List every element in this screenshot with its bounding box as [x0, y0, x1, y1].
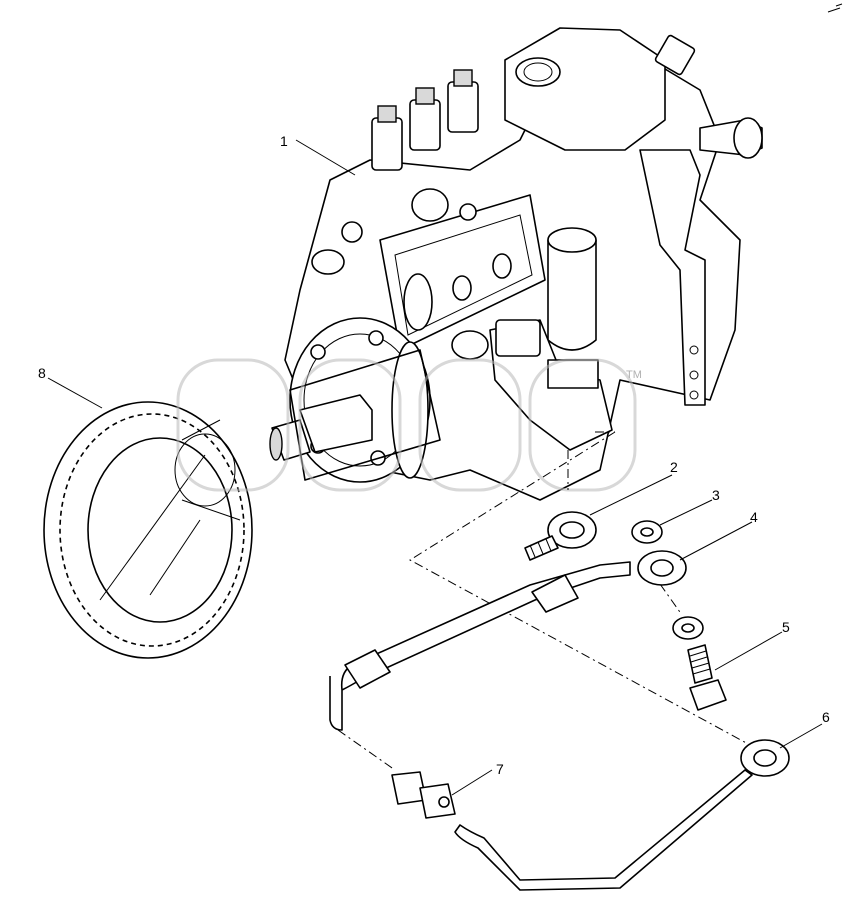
callout-5: 5 — [782, 619, 790, 635]
sealing-washers — [631, 520, 704, 640]
drive-gear — [43, 401, 253, 659]
callout-2: 2 — [670, 459, 678, 475]
return-pipe — [329, 550, 687, 731]
watermark: TM — [176, 358, 642, 492]
union-fitting — [391, 771, 456, 819]
leader-lines — [47, 139, 823, 796]
corner-mark — [827, 3, 843, 13]
callout-4: 4 — [750, 509, 758, 525]
banjo-bolt — [687, 644, 727, 711]
callout-7: 7 — [496, 761, 504, 777]
callout-3: 3 — [712, 487, 720, 503]
delivery-valves — [371, 69, 479, 171]
banjo-fitting — [524, 511, 597, 561]
watermark-tm: TM — [626, 369, 642, 381]
assembly-line-washers — [659, 583, 683, 616]
overflow-pipe — [454, 739, 790, 891]
callout-6: 6 — [822, 709, 830, 725]
callout-8: 8 — [38, 365, 46, 381]
assembly-line — [409, 431, 751, 746]
assembly-line-lower — [337, 729, 396, 771]
injection-pump — [269, 27, 763, 501]
callout-1: 1 — [280, 133, 288, 149]
